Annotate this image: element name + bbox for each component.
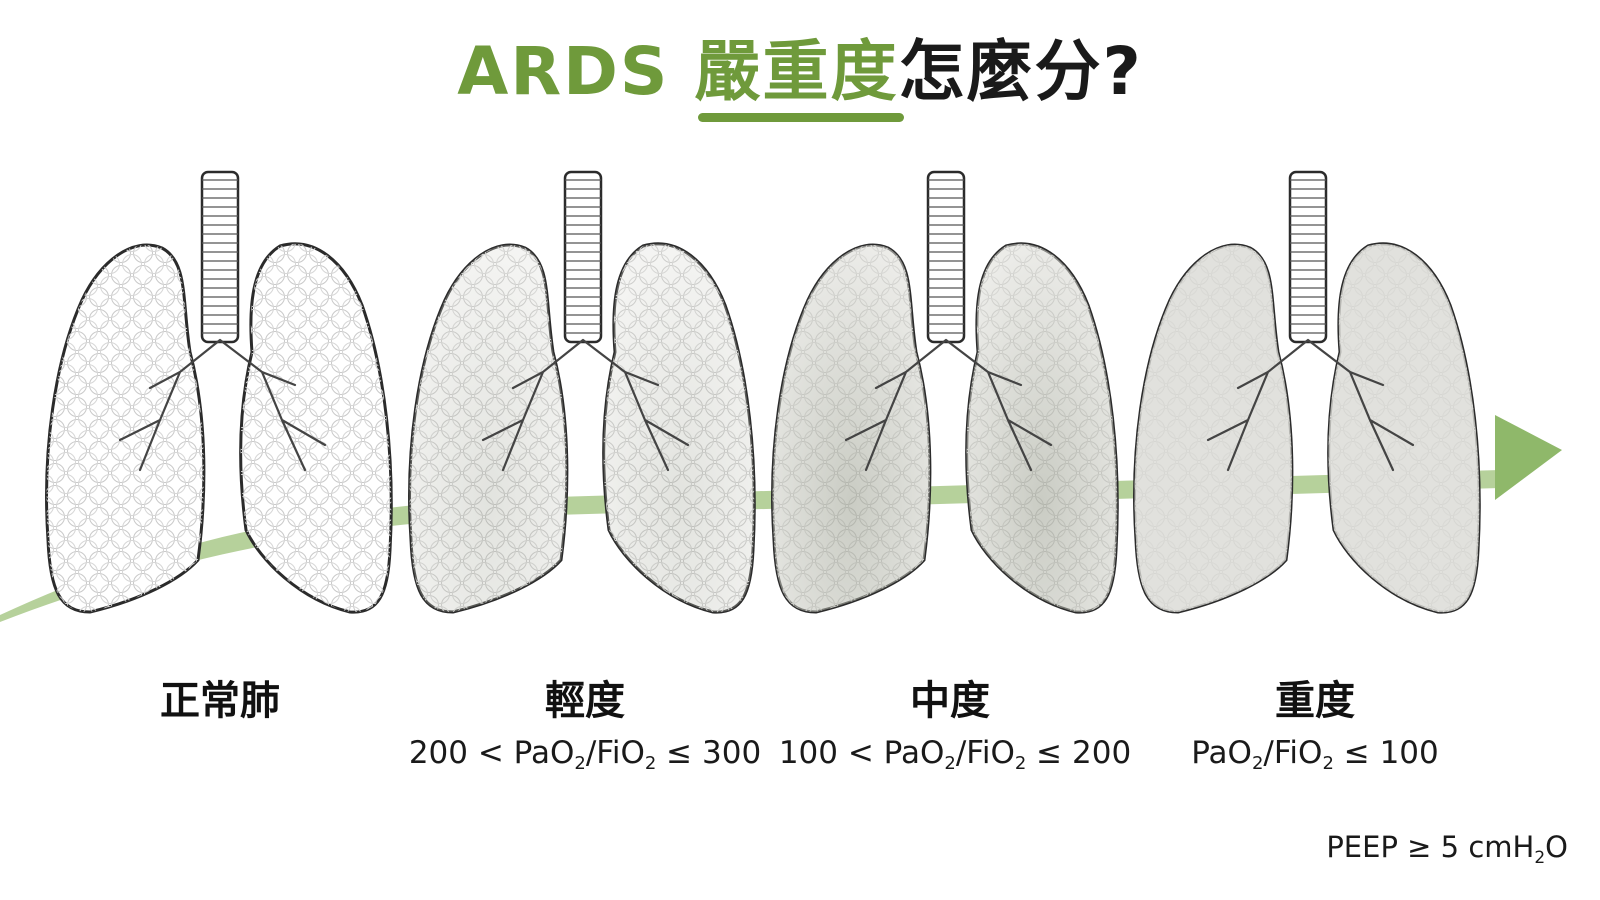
title-underline [698, 113, 904, 122]
stage-label-moderate: 中度 [910, 678, 990, 724]
footnote-main: PEEP ≥ 5 cmH [1326, 830, 1535, 864]
stage-label-normal: 正常肺 [160, 678, 280, 724]
infiltrate-haze [772, 245, 930, 612]
trachea [563, 170, 603, 344]
lung-pair-moderate [771, 170, 1119, 614]
stage-label-severe: 重度 [1275, 678, 1355, 724]
infiltrate-haze [966, 243, 1118, 613]
footnote-tail: O [1545, 830, 1568, 864]
bronchi [844, 338, 1053, 472]
criteria-sub: 2 [1014, 753, 1027, 774]
criteria-suffix: ≤ 300 [656, 735, 762, 771]
stage-criteria-mild: 200 < PaO2/FiO2 ≤ 300 [395, 735, 775, 774]
lung-pair-mild [408, 170, 756, 614]
criteria-pao: PaO [1191, 735, 1252, 771]
trachea [1288, 170, 1328, 344]
criteria-fio: /FiO [1263, 735, 1323, 771]
criteria-suffix: ≤ 200 [1026, 735, 1132, 771]
criteria-sub: 2 [944, 753, 956, 774]
peep-footnote: PEEP ≥ 5 cmH2O [1326, 830, 1568, 867]
infiltrate-haze [409, 245, 567, 612]
criteria-pao: PaO [883, 735, 945, 771]
page-title: ARDS 嚴重度怎麼分? [0, 18, 1600, 114]
criteria-sub: 2 [1322, 753, 1334, 774]
progression-arrow-head [1495, 415, 1562, 500]
trachea [200, 170, 240, 344]
criteria-suffix: ≤ 100 [1333, 735, 1439, 771]
alveoli-pattern [240, 243, 392, 613]
bronchi [481, 338, 690, 472]
stage-criteria-severe: PaO2/FiO2 ≤ 100 [1125, 735, 1505, 774]
criteria-fio: /FiO [585, 735, 645, 771]
bronchi [1206, 338, 1415, 472]
criteria-fio: /FiO [955, 735, 1015, 771]
stage-label-mild: 輕度 [545, 678, 625, 724]
title-green-part: ARDS 嚴重度 [457, 33, 899, 110]
criteria-prefix: 100 < [778, 735, 884, 771]
criteria-pao: PaO [513, 735, 575, 771]
infiltrate-haze [603, 243, 755, 613]
lung-pair-normal [45, 170, 393, 614]
criteria-sub: 2 [1251, 753, 1264, 774]
title-dark-part: 怎麼分? [898, 33, 1143, 110]
criteria-sub: 2 [644, 753, 657, 774]
criteria-prefix: 200 < [408, 735, 514, 771]
footnote-sub: 2 [1534, 848, 1546, 868]
infiltrate-haze [1134, 245, 1292, 612]
bronchi [118, 338, 327, 472]
lung-pair-severe [1133, 170, 1481, 614]
trachea [926, 170, 966, 344]
stage-criteria-moderate: 100 < PaO2/FiO2 ≤ 200 [765, 735, 1145, 774]
alveoli-pattern [46, 245, 204, 612]
infiltrate-haze [1328, 243, 1480, 613]
criteria-sub: 2 [574, 753, 586, 774]
